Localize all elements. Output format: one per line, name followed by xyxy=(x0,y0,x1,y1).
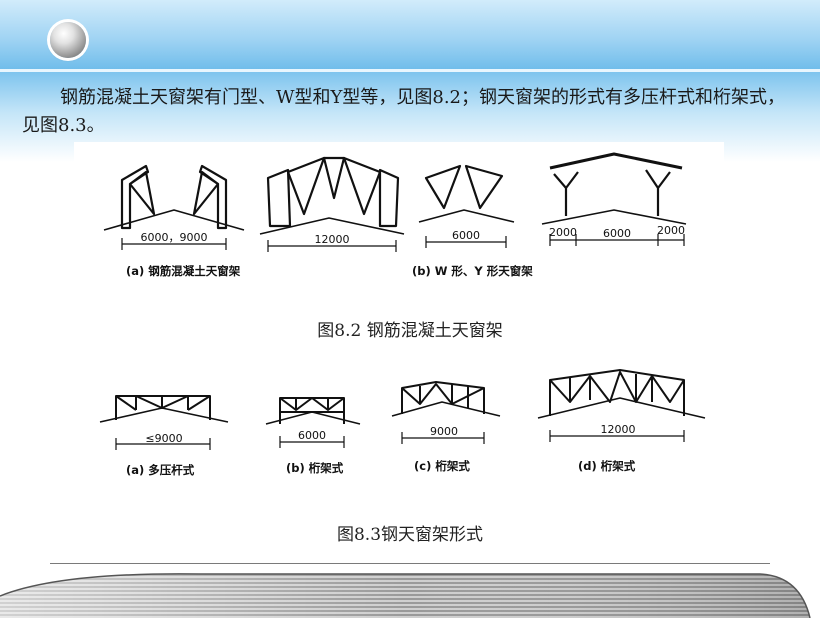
subfigure-label: (b) W 形、Y 形天窗架 xyxy=(412,264,533,278)
dim-label: 6000 xyxy=(452,229,480,242)
dim-label: 6000，9000 xyxy=(141,231,208,244)
subfigure-label: (c) 桁架式 xyxy=(414,459,470,473)
dim-label: 12000 xyxy=(601,423,636,436)
figure-8-2: 6000，9000 12000 6000 2000 6000 2000 (a) … xyxy=(74,142,724,285)
dim-label: 6000 xyxy=(603,227,631,240)
header-divider xyxy=(0,69,820,72)
dim-label: ≤9000 xyxy=(145,432,182,445)
bullet-sphere-icon xyxy=(50,22,86,58)
subfigure-label: (d) 桁架式 xyxy=(578,459,636,473)
figure-8-3: ≤9000 6000 9000 12000 (a) 多压杆式 (b) 桁架式 (… xyxy=(80,362,720,490)
footer-swoosh xyxy=(0,573,811,618)
subfigure-label: (a) 多压杆式 xyxy=(126,463,195,477)
footer-divider xyxy=(50,563,770,564)
subfigure-label: (b) 桁架式 xyxy=(286,461,344,475)
dim-label: 2000 xyxy=(657,224,685,237)
header-band xyxy=(0,0,820,72)
dim-label: 9000 xyxy=(430,425,458,438)
subfigure-label: (a) 钢筋混凝土天窗架 xyxy=(126,264,241,278)
dim-label: 2000 xyxy=(549,226,577,239)
figure-8-3-drawing: ≤9000 6000 9000 12000 (a) 多压杆式 (b) 桁架式 (… xyxy=(99,369,706,477)
dim-label: 12000 xyxy=(315,233,350,246)
dim-label: 6000 xyxy=(298,429,326,442)
figure-8-2-caption: 图8.2 钢筋混凝土天窗架 xyxy=(317,321,503,341)
figure-8-3-caption: 图8.3钢天窗架形式 xyxy=(336,525,484,545)
intro-paragraph: 钢筋混凝土天窗架有门型、W型和Y型等，见图8.2；钢天窗架的形式有多压杆式和桁架… xyxy=(22,87,786,136)
figure-8-2-drawing: 6000，9000 12000 6000 2000 6000 2000 (a) … xyxy=(103,152,687,278)
